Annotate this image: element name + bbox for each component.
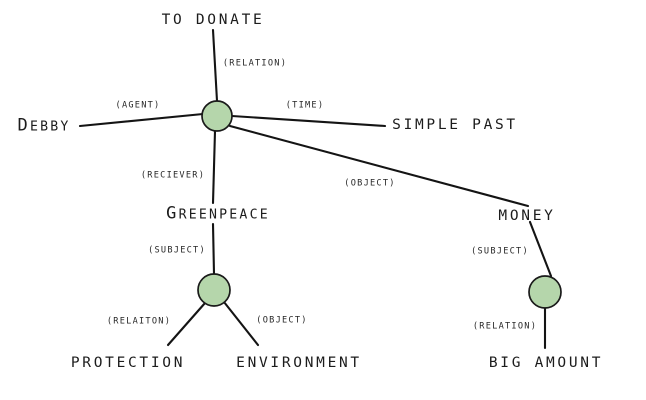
edge-object-money [228, 124, 530, 208]
edge-label-subject-greenpeace: (SUBJECT) [148, 245, 206, 256]
edge-object-environment [222, 300, 260, 347]
edge-label-agent: (AGENT) [115, 100, 161, 111]
concept-big-amount: BIG AMOUNT [488, 354, 604, 371]
concept-simple-past: SIMPLE PAST [392, 116, 518, 133]
edge-label-time: (TIME) [285, 100, 325, 111]
edge-label-object-environment: (OBJECT) [256, 315, 308, 326]
edge-agent-debby [78, 112, 205, 128]
edge-label-relation-top: (RELATION) [222, 58, 288, 69]
edge-label-reciever: (RECIEVER) [140, 170, 206, 181]
edge-label-relaiton-protection: (RELAITON) [106, 316, 172, 327]
edge-label-subject-money: (SUBJECT) [471, 246, 529, 257]
concept-money: MONEY [498, 207, 556, 224]
edge-subject-greenpeace-node [211, 222, 216, 276]
relation-node-money[interactable] [528, 275, 562, 309]
concept-greenpeace: GREENPEACE [166, 203, 270, 224]
concept-environment: ENVIRONMENT [236, 354, 362, 371]
concept-debby-rest: EBBY [29, 119, 71, 135]
edge-relaiton-protection [166, 301, 207, 347]
edge-time-simple-past [230, 114, 387, 128]
concept-to-donate: TO DONATE [161, 11, 265, 28]
edge-label-object-money: (OBJECT) [344, 178, 396, 189]
relation-node-donate[interactable] [201, 100, 233, 132]
concept-debby-initial: D [17, 115, 30, 136]
concept-greenpeace-initial: G [166, 203, 179, 224]
edge-label-relation-big-amount: (RELATION) [472, 321, 538, 332]
edge-subject-money-node [528, 220, 553, 278]
edge-relation-to-donate [211, 28, 219, 103]
concept-debby: DEBBY [17, 115, 71, 136]
edge-reciever-greenpeace [211, 129, 217, 205]
relation-node-greenpeace[interactable] [197, 273, 231, 307]
concept-greenpeace-rest: REENPEACE [178, 207, 270, 223]
concept-protection: PROTECTION [70, 354, 186, 371]
